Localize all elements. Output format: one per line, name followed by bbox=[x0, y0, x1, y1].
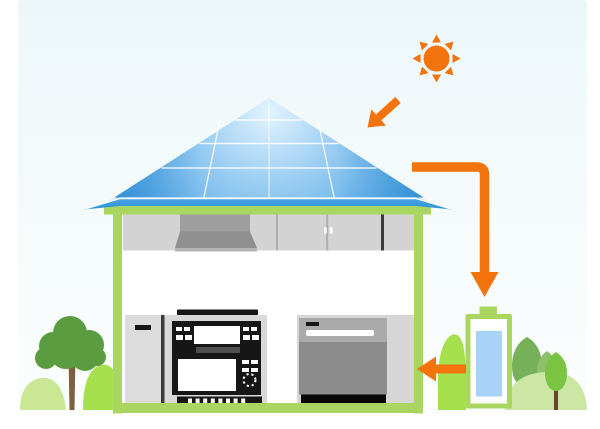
dishwasher bbox=[297, 315, 415, 405]
sunlight-arrow-icon bbox=[367, 97, 401, 128]
house bbox=[104, 205, 431, 414]
charge-flow-arrow-icon bbox=[412, 162, 499, 297]
range-hood bbox=[175, 214, 257, 252]
sun-icon bbox=[412, 34, 461, 83]
cabinet-row bbox=[123, 214, 415, 251]
bush-pale-left bbox=[20, 377, 66, 410]
storage-battery bbox=[465, 306, 512, 409]
house-frame bbox=[104, 205, 431, 414]
audio-system bbox=[164, 309, 267, 405]
mound-pale-right bbox=[505, 371, 587, 410]
tree-trunk bbox=[68, 355, 76, 410]
solar-panel-roof bbox=[84, 98, 452, 210]
bush-bright-left bbox=[83, 364, 121, 410]
small-tree bbox=[545, 352, 567, 410]
refrigerator bbox=[125, 315, 165, 404]
eave-separator-line bbox=[85, 197, 451, 210]
solar-panel-grid bbox=[161, 99, 377, 198]
supply-flow-arrow-icon bbox=[417, 356, 466, 382]
tree-crown bbox=[35, 316, 106, 371]
roof-eave bbox=[84, 197, 452, 210]
